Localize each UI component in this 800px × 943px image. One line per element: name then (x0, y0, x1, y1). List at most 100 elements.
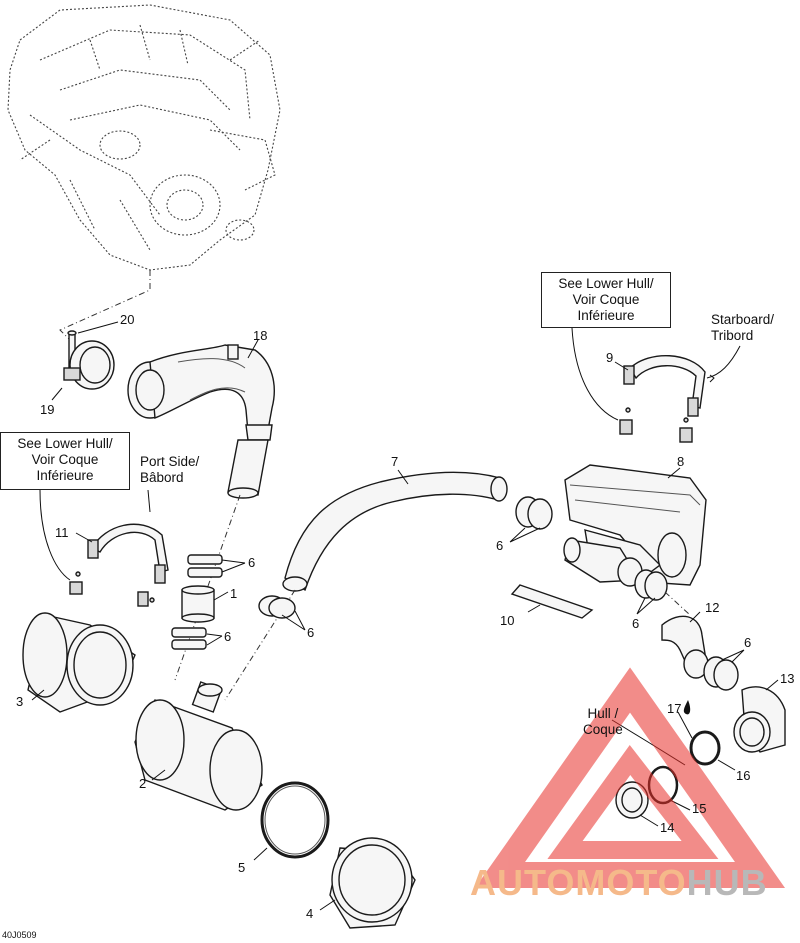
part-number-16: 16 (736, 768, 750, 783)
leader-9 (614, 361, 629, 371)
elbow-12 (661, 615, 709, 679)
part-number-11: 11 (55, 525, 69, 540)
part-number-15: 15 (692, 801, 706, 816)
callout-lower-hull-right: See Lower Hull/ Voir Coque Inférieure (541, 272, 671, 328)
part-number-2: 2 (139, 776, 146, 791)
bracket-port (69, 571, 155, 607)
leader-lower-hull-left (39, 489, 71, 581)
tube-under-resonator (563, 537, 643, 587)
watermark-triangle (474, 667, 786, 888)
label-port-side: Port Side/ Bâbord (140, 454, 199, 486)
part-number-18: 18 (253, 328, 267, 343)
leader-18 (247, 339, 259, 359)
label-line: Starboard/ (711, 312, 775, 327)
coupler-1 (181, 585, 215, 623)
leader-6-lower-right (721, 649, 745, 663)
leader-lower-hull-right (571, 327, 619, 421)
leader-16 (717, 759, 736, 771)
pad-10 (510, 584, 594, 619)
clamps-6-upper-right (515, 496, 553, 530)
part-number-8: 8 (677, 454, 684, 469)
callout-line: See Lower Hull/ (558, 276, 654, 291)
part-number-10: 10 (500, 613, 514, 628)
leader-11 (75, 532, 93, 543)
part-number-7: 7 (391, 454, 398, 469)
label-line: Bâbord (140, 470, 184, 485)
part-number-13: 13 (780, 671, 794, 686)
part-number-5: 5 (238, 860, 245, 875)
outlet-13 (733, 686, 786, 753)
leader-starboard (706, 345, 741, 379)
sealant-drop-17 (683, 700, 691, 715)
strap-9 (623, 355, 706, 417)
band-5 (260, 781, 330, 859)
part-number-6: 6 (307, 625, 314, 640)
part-number-1: 1 (230, 586, 237, 601)
callout-line: See Lower Hull/ (17, 436, 113, 451)
part-number-6: 6 (744, 635, 751, 650)
part-number-6: 6 (632, 616, 639, 631)
leader-6-upper-right (509, 527, 541, 543)
leader-19 (51, 387, 63, 401)
leader-6-upper-left (221, 559, 246, 573)
leader-10 (527, 604, 541, 613)
arrow-starboard (709, 374, 715, 383)
sleeve-3 (22, 612, 136, 713)
watermark-text-part1: AUTOMOTO (470, 862, 687, 903)
clamps-6-lower-left (171, 627, 207, 650)
label-line: Tribord (711, 328, 754, 343)
part-number-4: 4 (306, 906, 313, 921)
exhaust-pipe-18 (127, 344, 275, 499)
part-number-20: 20 (120, 312, 134, 327)
label-line: Coque (583, 722, 623, 737)
leader-2 (151, 769, 166, 781)
part-number-6: 6 (248, 555, 255, 570)
watermark-text-part2: HUB (686, 862, 768, 903)
callout-line: Voir Coque (572, 292, 640, 307)
leader-20 (77, 321, 119, 334)
leader-5 (253, 847, 268, 861)
diagram-code: 40J0509 (2, 930, 37, 940)
label-hull: Hull / Coque (583, 706, 623, 738)
muffler-2 (134, 681, 263, 811)
leader-port-side (147, 489, 151, 513)
leader-13 (765, 679, 779, 691)
callout-lower-hull-left: See Lower Hull/ Voir Coque Inférieure (0, 432, 130, 490)
watermark-logo: AUTOMOTOHUB (470, 862, 768, 904)
part-number-6: 6 (496, 538, 503, 553)
leader-14 (639, 814, 659, 827)
hose-7 (282, 471, 508, 592)
label-starboard: Starboard/ Tribord (711, 312, 774, 344)
label-line: Port Side/ (140, 454, 200, 469)
nut-14 (615, 781, 649, 819)
end-cap-4 (329, 837, 416, 929)
leader-7 (397, 469, 409, 485)
clamps-6-upper-left (187, 554, 223, 578)
gasket-16 (689, 730, 721, 766)
leader-6-center (281, 610, 306, 631)
callout-line: Inférieure (36, 468, 94, 483)
part-number-17: 17 (667, 701, 681, 716)
centerline-8-to-12 (664, 591, 691, 616)
label-line: Hull / (587, 706, 619, 721)
leader-3 (31, 689, 45, 701)
leader-4 (319, 899, 336, 911)
leader-17 (677, 711, 693, 739)
leader-1 (213, 591, 229, 601)
strap-11 (87, 523, 169, 584)
clamps-6-lower-right (703, 656, 739, 691)
part-number-12: 12 (705, 600, 719, 615)
callout-line: Voir Coque (31, 452, 99, 467)
bracket-starboard (619, 407, 693, 443)
leader-8 (667, 467, 681, 479)
part-number-3: 3 (16, 694, 23, 709)
callout-line: Inférieure (577, 308, 635, 323)
centerline-7-to-2 (224, 589, 296, 701)
part-number-6: 6 (224, 629, 231, 644)
part-number-19: 19 (40, 402, 54, 417)
clamp-19 (63, 340, 115, 390)
clamps-6-mid-right (634, 569, 668, 601)
leader-6-mid-right (636, 597, 656, 615)
clamps-6-center (258, 595, 296, 619)
